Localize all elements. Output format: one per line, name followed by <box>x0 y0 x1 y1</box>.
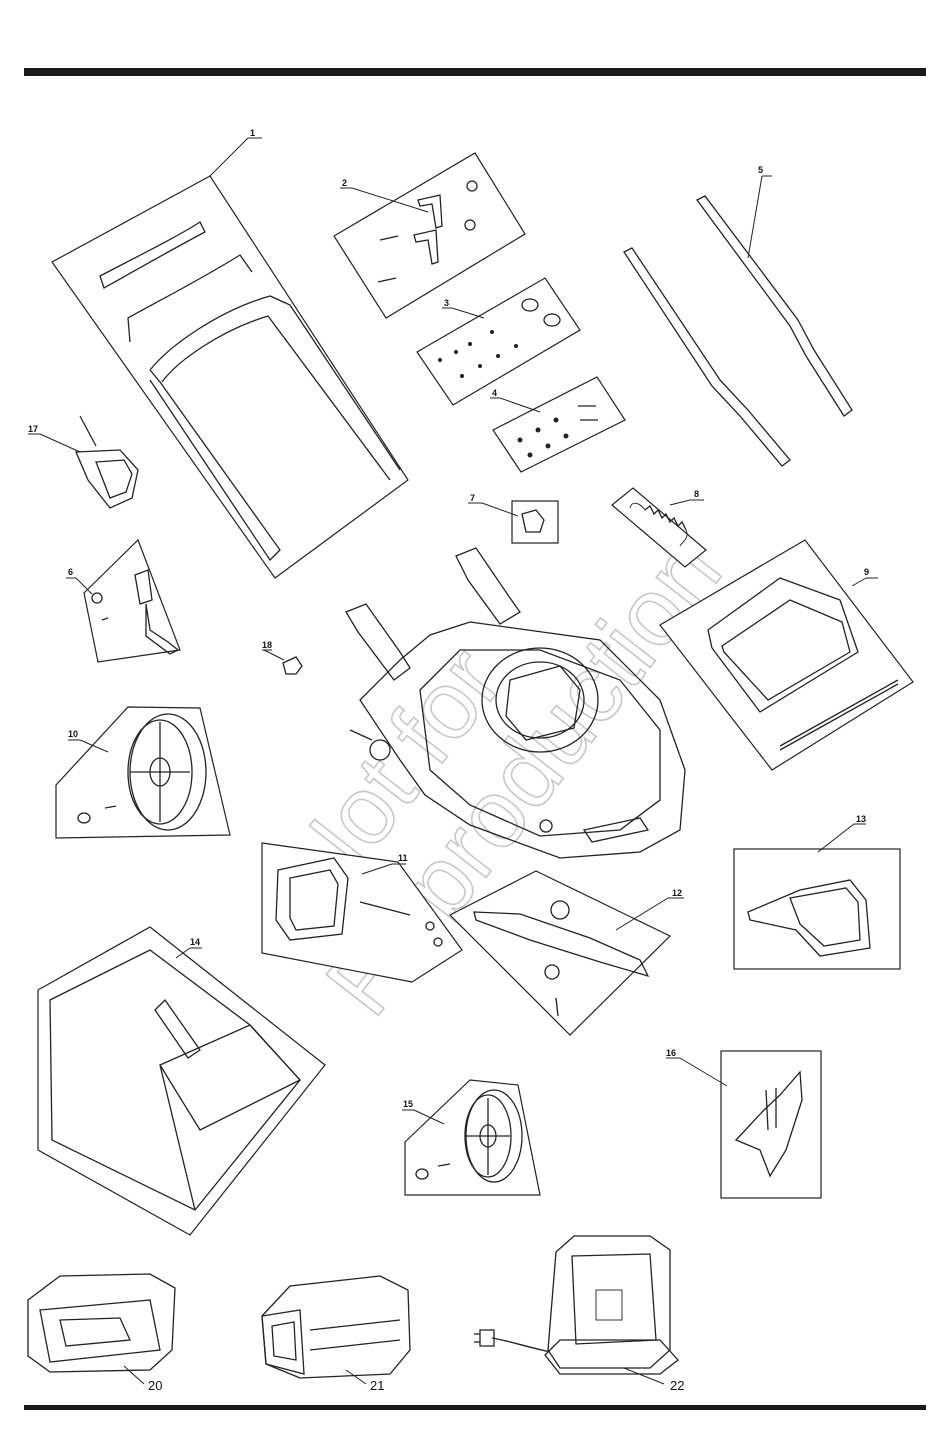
part-2-callout: 2 <box>342 178 347 188</box>
part-8-callout: 8 <box>694 489 699 499</box>
part-7-knob: 7 <box>468 493 558 543</box>
part-12-callout: 12 <box>672 888 682 898</box>
part-21-battery: 21 <box>262 1276 410 1393</box>
part-14-grass-bag: 14 <box>38 927 325 1235</box>
part-4-callout: 4 <box>492 388 497 398</box>
part-11-callout: 11 <box>398 853 408 863</box>
part-7-callout: 7 <box>470 493 475 503</box>
part-17-battery-cover: 17 <box>28 416 138 508</box>
part-13-callout: 13 <box>856 814 866 824</box>
part-21-callout: 21 <box>370 1378 384 1393</box>
part-5-lower-handle: 5 <box>624 165 852 466</box>
part-18-callout: 18 <box>262 640 272 650</box>
part-9-callout: 9 <box>864 567 869 577</box>
part-17-callout: 17 <box>28 424 38 434</box>
part-3-hardware-bag: 3 <box>417 278 580 405</box>
part-20-battery: 20 <box>28 1274 175 1393</box>
part-18-clip: 18 <box>262 640 302 674</box>
part-10-rear-wheel: 10 <box>56 707 230 838</box>
part-13-discharge-chute: 13 <box>734 814 900 969</box>
part-15-callout: 15 <box>403 1099 413 1109</box>
part-10-callout: 10 <box>68 729 78 739</box>
part-6-height-lever: 6 <box>66 540 180 662</box>
part-20-callout: 20 <box>148 1378 162 1393</box>
part-16-mulch-plug: 16 <box>666 1048 821 1198</box>
part-14-callout: 14 <box>190 937 200 947</box>
part-4-hardware-bag: 4 <box>490 377 625 472</box>
part-22-charger: 22 <box>474 1236 684 1393</box>
part-15-front-wheel: 15 <box>402 1080 540 1195</box>
part-1-callout: 1 <box>250 128 255 138</box>
part-3-callout: 3 <box>444 298 449 308</box>
part-16-callout: 16 <box>666 1048 676 1058</box>
part-1-upper-handle: 1 <box>52 128 408 578</box>
part-22-callout: 22 <box>670 1378 684 1393</box>
part-5-callout: 5 <box>758 165 763 175</box>
part-6-callout: 6 <box>68 567 73 577</box>
part-2-handle-brackets: 2 <box>334 153 525 318</box>
